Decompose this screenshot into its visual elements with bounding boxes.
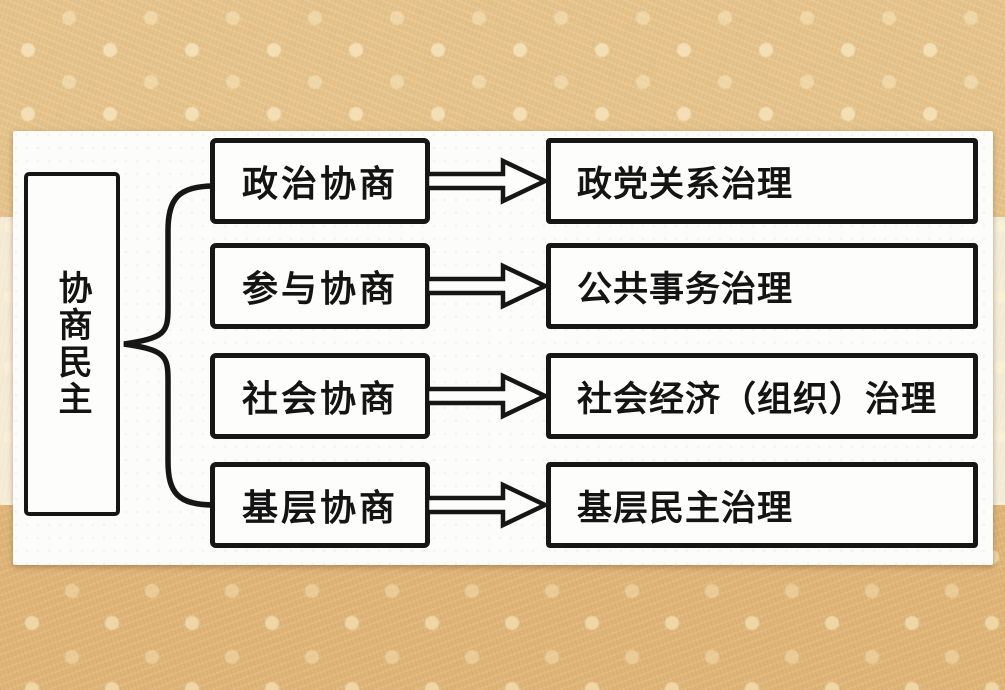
governance-node-label: 社会经济（组织）治理 (577, 379, 938, 419)
governance-node-box: 公共事务治理 (546, 243, 978, 329)
arrow-right-icon (425, 262, 549, 310)
consultation-node-label: 基层协商 (241, 487, 398, 528)
consultation-node-box: 参与协商 (210, 243, 430, 329)
consultation-node-label: 政治协商 (241, 163, 398, 204)
arrow-right-icon (425, 372, 549, 420)
governance-node-box: 政党关系治理 (546, 138, 978, 224)
diagram-panel: 协商民主 政治协商 政党关系治理 参与协商 公共事务治理 社会协商 (13, 131, 993, 565)
arrow-right-icon (425, 481, 549, 529)
governance-node-label: 基层民主治理 (577, 488, 794, 528)
root-node-box: 协商民主 (24, 172, 120, 516)
root-node-label: 协商民主 (53, 270, 91, 418)
governance-node-box: 基层民主治理 (546, 462, 978, 548)
consultation-node-box: 基层协商 (210, 462, 430, 548)
governance-node-label: 公共事务治理 (577, 269, 794, 309)
consultation-node-box: 政治协商 (210, 138, 430, 224)
consultation-node-box: 社会协商 (210, 353, 430, 439)
governance-node-box: 社会经济（组织）治理 (546, 353, 978, 439)
consultation-node-label: 社会协商 (241, 378, 398, 419)
arrow-right-icon (425, 157, 549, 205)
governance-node-label: 政党关系治理 (577, 164, 794, 204)
consultation-node-label: 参与协商 (241, 268, 398, 309)
brace-connector (123, 183, 216, 508)
